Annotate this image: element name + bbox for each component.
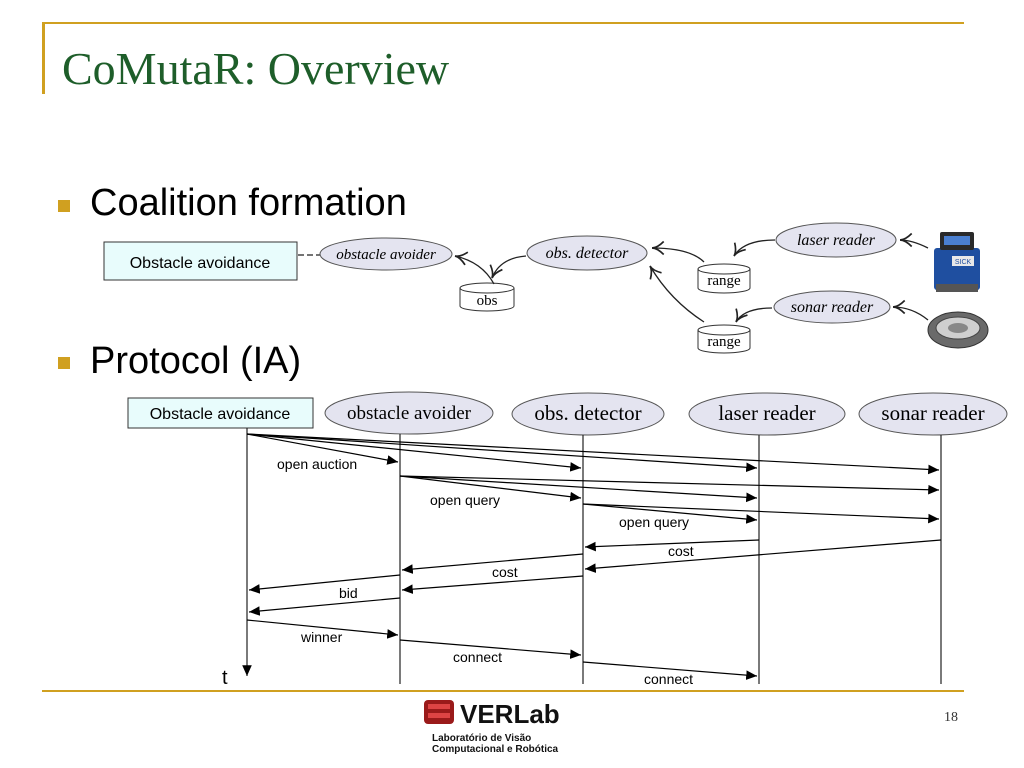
- node-obs-detector-label: obs. detector: [546, 245, 629, 262]
- bullet-marker: [58, 200, 70, 212]
- msg-connect-2: [582, 661, 758, 680]
- lane-head-obs-detector: [511, 392, 665, 436]
- frame-vertical-rule: [42, 22, 45, 94]
- footer-rule: [42, 690, 964, 692]
- msg-open-query-od: [399, 475, 582, 502]
- bullet-protocol: Protocol (IA): [90, 340, 302, 382]
- lane-head-sonar-reader: [858, 392, 1008, 436]
- message-arrows: [246, 433, 942, 680]
- lane-head-obstacle-avoider-label: obstacle avoider: [347, 403, 472, 424]
- store-obs-label: obs: [477, 293, 498, 309]
- slide-title: CoMutaR: Overview: [62, 43, 450, 94]
- msg-open-query-lr: [399, 475, 758, 503]
- label-cost-2: cost: [492, 564, 518, 580]
- msg-winner: [246, 619, 399, 639]
- node-obstacle-avoider: [319, 237, 453, 271]
- msg-cost-lr: [584, 539, 760, 552]
- node-laser-reader-label: laser reader: [797, 232, 876, 249]
- msg-open-query-lr-2: [582, 503, 758, 524]
- node-sonar-reader: [773, 290, 891, 324]
- task-label: Obstacle avoidance: [130, 255, 271, 272]
- lane-head-laser-reader-label: laser reader: [718, 401, 815, 425]
- message-labels: open auction open query open query cost …: [277, 456, 694, 687]
- label-open-query-1: open query: [430, 492, 500, 508]
- msg-cost-od-1: [401, 553, 584, 574]
- store-range-laser-label: range: [707, 273, 741, 289]
- label-connect-1: connect: [453, 649, 502, 665]
- verlab-subtitle-1: Laboratório de Visão: [432, 733, 531, 744]
- task-box: [103, 241, 298, 281]
- page-number: 18: [944, 710, 958, 725]
- msg-open-auction-oa: [246, 433, 399, 465]
- node-laser-reader: [775, 222, 897, 258]
- node-obstacle-avoider-label: obstacle avoider: [336, 247, 436, 263]
- msg-open-query-sr-1: [399, 475, 940, 495]
- svg-text:SICK: SICK: [955, 259, 972, 266]
- label-open-query-2: open query: [619, 514, 689, 530]
- time-axis-label: t: [222, 667, 228, 689]
- msg-open-query-sr-2: [582, 503, 940, 524]
- lane-head-laser-reader: [688, 392, 846, 436]
- bullet-marker: [58, 357, 70, 369]
- verlab-subtitle-2: Computacional e Robótica: [432, 744, 559, 755]
- node-obs-detector: [526, 235, 648, 271]
- verlab-logo-mark: [424, 700, 454, 724]
- store-range-laser: range: [697, 263, 751, 294]
- msg-open-auction-sr: [246, 433, 940, 475]
- store-range-sonar: range: [697, 324, 751, 354]
- lane-head-obs-detector-label: obs. detector: [534, 401, 641, 425]
- msg-bid-2: [248, 597, 401, 616]
- frame-horizontal-rule: [42, 22, 964, 24]
- lane-head-sonar-reader-label: sonar reader: [881, 401, 984, 425]
- msg-cost-sr: [584, 539, 942, 573]
- msg-connect-1: [399, 639, 582, 659]
- lane-head-obstacle-avoider: [324, 391, 494, 435]
- coalition-diagram: Obstacle avoidance obstacle avoider obs.…: [103, 222, 989, 354]
- protocol-task-label: Obstacle avoidance: [150, 406, 291, 423]
- protocol-task-box: [127, 397, 314, 429]
- label-cost-1: cost: [668, 543, 694, 559]
- verlab-logo: VERLab Laboratório de Visão Computaciona…: [424, 699, 560, 755]
- label-open-auction: open auction: [277, 456, 357, 472]
- node-sonar-reader-label: sonar reader: [791, 299, 874, 316]
- msg-open-auction-od: [246, 433, 582, 472]
- msg-open-auction-lr: [246, 433, 758, 473]
- protocol-diagram: Obstacle avoidance obstacle avoider obs.…: [127, 391, 1008, 689]
- msg-bid-1: [248, 574, 401, 594]
- label-bid: bid: [339, 585, 358, 601]
- label-connect-2: connect: [644, 671, 693, 687]
- msg-cost-od-2: [401, 575, 584, 594]
- label-winner: winner: [300, 629, 343, 645]
- store-obs: obs: [459, 282, 515, 312]
- lifelines: [242, 428, 942, 684]
- store-range-sonar-label: range: [707, 334, 741, 350]
- sonar-ring-image: [927, 311, 989, 349]
- laser-scanner-image: SICK: [934, 232, 980, 292]
- coalition-arrows: [454, 232, 929, 323]
- bullet-coalition-formation: Coalition formation: [90, 182, 407, 224]
- verlab-logo-word: VERLab: [460, 699, 560, 729]
